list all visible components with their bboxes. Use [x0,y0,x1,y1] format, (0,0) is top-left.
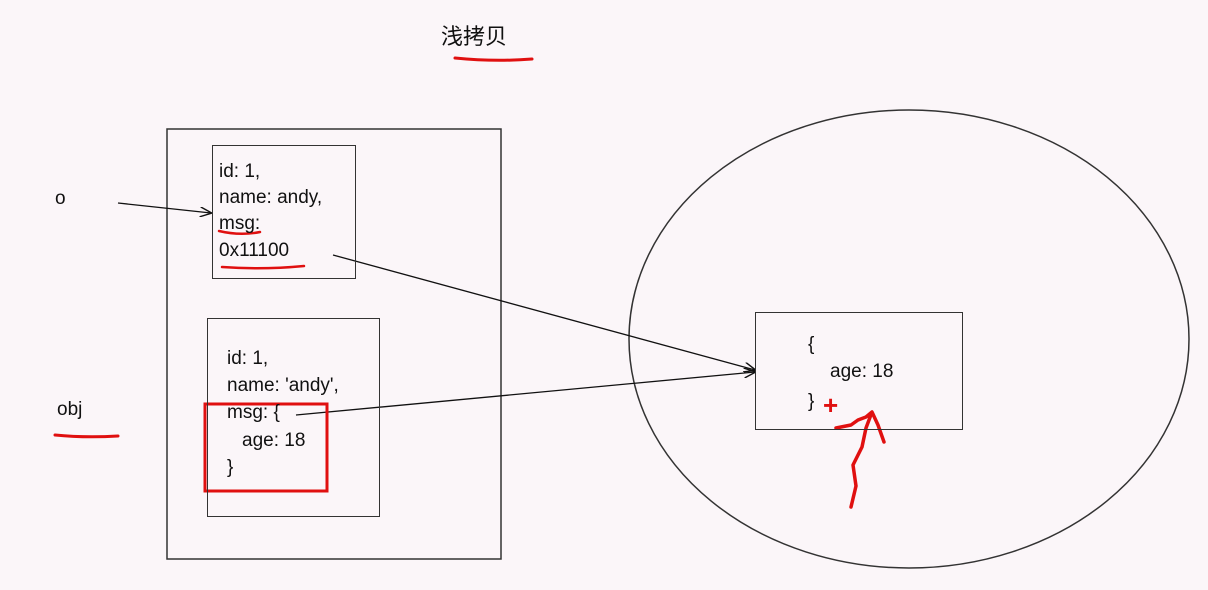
arrow-msg-to-heap [295,372,755,416]
object-box-obj: id: 1, name: 'andy', msg: { age: 18 } [207,318,380,517]
box-o-line-4: 0x11100 [219,240,290,261]
box-obj-line-4: age: 18 [242,430,306,451]
plus-annotation: + [823,390,839,420]
box-o-line-1: id: 1, [219,161,261,182]
heap-close-brace: } [808,391,815,412]
msg-underline [217,229,262,235]
box-obj-line-2: name: 'andy', [227,375,339,396]
msg-highlight-box [203,402,329,493]
box-o-line-2: name: andy, [219,187,323,208]
pointing-arrow-annotation [834,410,886,509]
box-o-line-3: msg: [219,213,261,234]
object-box-o: id: 1, name: andy, msg: 0x11100 [212,145,356,279]
variable-label-obj: obj [57,399,83,420]
address-underline [220,264,306,270]
obj-underline [53,433,120,439]
heap-age-field: age: 18 [830,361,894,382]
heap-open-brace: { [808,334,815,355]
arrow-address-to-heap [332,254,755,370]
box-obj-line-3: msg: { [227,402,280,423]
title-underline [453,56,534,62]
page-title: 浅拷贝 [441,24,508,49]
heap-object-box: { age: 18 } [755,312,963,430]
heap-ellipse [628,109,1190,569]
stack-frame [166,128,502,560]
box-obj-line-1: id: 1, [227,348,269,369]
box-obj-line-5: } [227,457,234,478]
arrow-o-to-box [117,202,211,213]
variable-label-o: o [55,188,66,209]
